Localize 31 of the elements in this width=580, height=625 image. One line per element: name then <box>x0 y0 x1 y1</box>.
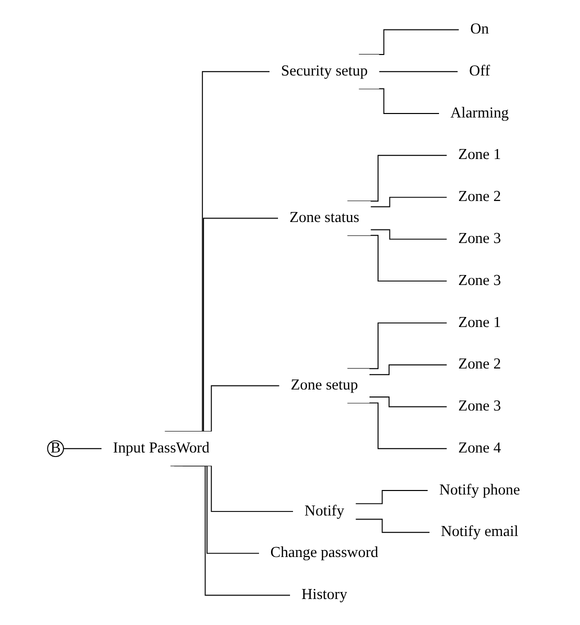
node-text: Zone 3 <box>458 230 502 247</box>
connector <box>356 490 429 504</box>
connector <box>347 154 448 202</box>
connector <box>358 29 460 55</box>
node-text: History <box>302 586 348 603</box>
connector <box>370 196 448 208</box>
connector <box>369 396 448 408</box>
connector <box>379 71 459 72</box>
node-text: Alarming <box>450 104 510 122</box>
node-text: Notify <box>304 502 345 520</box>
connector <box>347 322 448 370</box>
connector <box>63 448 103 450</box>
connector <box>369 364 448 376</box>
node-text: Zone 3 <box>458 272 502 289</box>
node-circle <box>48 440 64 458</box>
node-text: Change password <box>270 544 379 561</box>
connector <box>356 518 430 533</box>
node-text: Notify email <box>441 524 519 540</box>
node-text: Zone 1 <box>458 314 502 331</box>
node-text: Zone 2 <box>458 188 502 205</box>
node-text: Notify phone <box>440 482 520 498</box>
connector <box>347 234 448 282</box>
node-text: Zone 3 <box>458 398 502 414</box>
node-text: Zone 4 <box>458 440 502 456</box>
node-text: On <box>470 21 490 38</box>
menu-tree-diagram: B Input PassWord Security setup On Off Alarming Zone status Zone 1 Zone 2 Zone 3 Zone 3 Zone setup Zone 1 Zone 2 Zone 3 Zone 4 Notify Notify phone Notify email Change password History <box>40 5 540 620</box>
node-text: Zone 1 <box>458 146 502 164</box>
node-text: Zone 2 <box>458 356 502 372</box>
connector <box>347 402 448 450</box>
connector <box>370 229 448 240</box>
node-text: Off <box>470 63 491 80</box>
